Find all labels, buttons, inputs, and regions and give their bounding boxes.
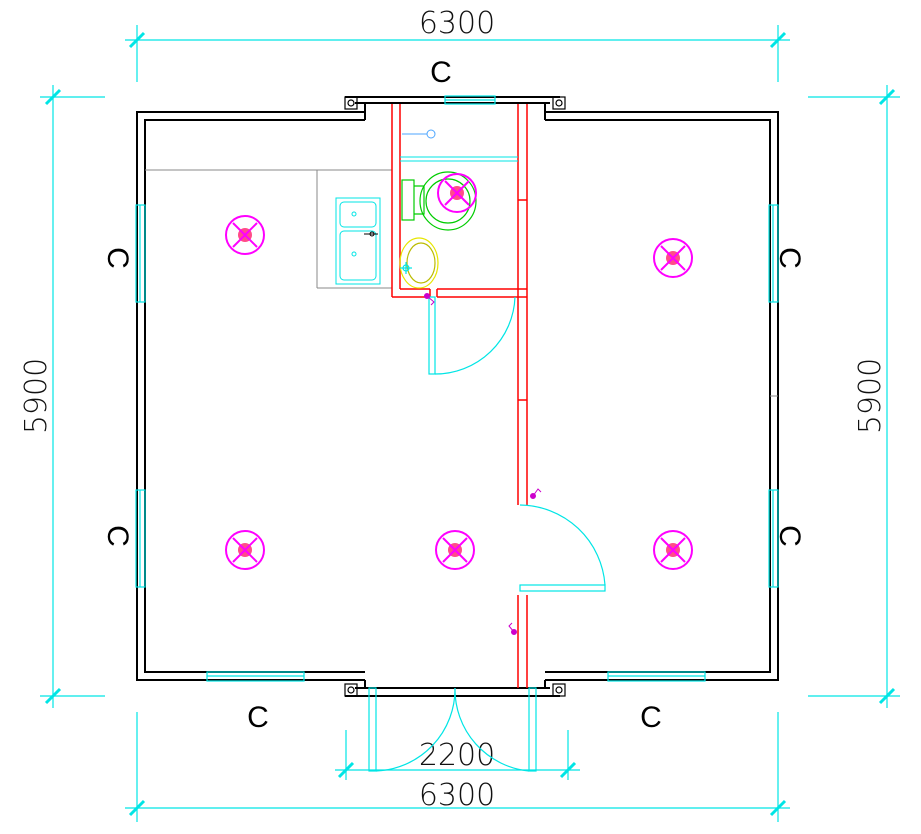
window-label-bottom-left: C	[247, 701, 269, 734]
toilet	[401, 171, 477, 231]
light-fixture-5	[435, 530, 475, 570]
sink	[335, 197, 381, 285]
dim-top-width: 6300	[419, 6, 495, 41]
entrance-door	[368, 687, 537, 772]
light-fixture-3	[653, 238, 693, 278]
dimension-ticks	[44, 31, 896, 817]
dim-left-height: 5900	[19, 358, 54, 434]
dimension-lines	[40, 25, 900, 822]
wash-basin	[399, 237, 439, 289]
shower-rail	[400, 156, 518, 162]
kitchen-counter	[145, 169, 392, 289]
bedroom-door	[519, 504, 606, 592]
window-label-top: C	[430, 56, 452, 89]
light-fixture-1	[225, 215, 265, 255]
window-label-right-lower: C	[773, 525, 806, 547]
window-label-bottom-right: C	[640, 701, 662, 734]
windows	[135, 95, 779, 682]
shower-head	[402, 129, 436, 139]
basin-tap	[400, 262, 412, 274]
dim-right-height: 5900	[853, 358, 888, 434]
window-label-left-lower: C	[101, 525, 134, 547]
light-fixture-4	[225, 530, 265, 570]
light-switches	[424, 293, 542, 635]
window-label-right-upper: C	[773, 247, 806, 269]
window-label-left-upper: C	[101, 247, 134, 269]
dim-door-width: 2200	[419, 738, 495, 773]
light-fixture-6	[653, 530, 693, 570]
dim-bottom-width: 6300	[419, 778, 495, 813]
light-fixture-2	[437, 173, 477, 213]
corner-bolts	[344, 96, 566, 697]
bathroom-door	[428, 296, 516, 375]
